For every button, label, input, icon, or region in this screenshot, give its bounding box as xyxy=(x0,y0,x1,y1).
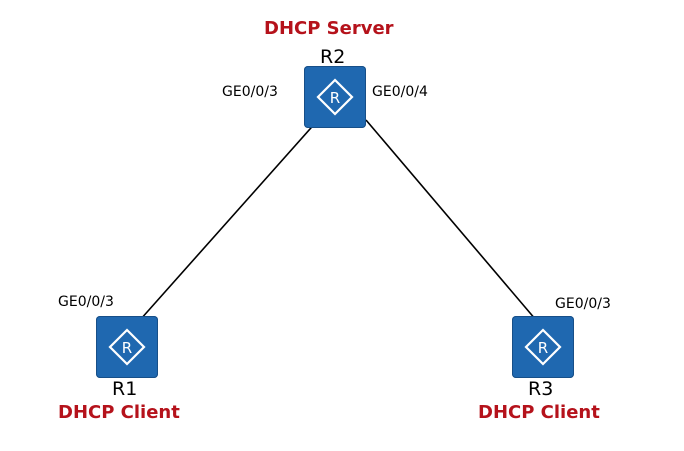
router-r3[interactable]: R xyxy=(512,316,574,378)
router-icon: R xyxy=(316,78,354,116)
r2-role-label: DHCP Server xyxy=(264,18,394,39)
r3-role-label: DHCP Client xyxy=(478,402,600,423)
svg-text:R: R xyxy=(330,89,340,107)
r1-port-ge003: GE0/0/3 xyxy=(58,294,114,310)
svg-text:R: R xyxy=(122,339,132,357)
router-icon: R xyxy=(524,328,562,366)
r2-port-ge003: GE0/0/3 xyxy=(222,84,278,100)
link-r2-r1 xyxy=(139,119,319,321)
router-icon: R xyxy=(108,328,146,366)
r1-name-label: R1 xyxy=(112,378,138,400)
r3-name-label: R3 xyxy=(528,378,554,400)
r1-role-label: DHCP Client xyxy=(58,402,180,423)
link-r2-r3 xyxy=(365,119,537,321)
r2-port-ge004: GE0/0/4 xyxy=(372,84,428,100)
r3-port-ge003: GE0/0/3 xyxy=(555,296,611,312)
r2-name-label: R2 xyxy=(320,46,346,68)
router-r1[interactable]: R xyxy=(96,316,158,378)
router-r2[interactable]: R xyxy=(304,66,366,128)
svg-text:R: R xyxy=(538,339,548,357)
